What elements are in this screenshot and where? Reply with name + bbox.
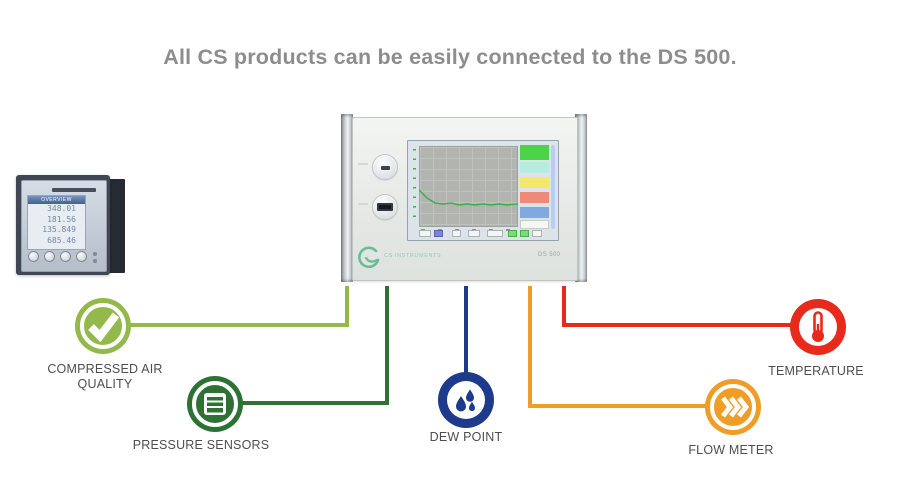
connector-temperature xyxy=(562,286,566,327)
panel-meter-led xyxy=(93,259,97,263)
screen-toolbar-button xyxy=(419,230,431,237)
screen-scrollbar xyxy=(551,145,555,229)
panel-meter-value: 348.01 xyxy=(47,204,76,213)
panel-meter-led xyxy=(93,252,97,256)
ds500-right-rail xyxy=(575,114,587,282)
usb-port xyxy=(372,194,398,220)
panel-meter-button xyxy=(44,251,55,262)
screen-toolbar-button xyxy=(487,230,503,237)
legend-swatch xyxy=(520,192,549,203)
screen-toolbar-button xyxy=(520,230,529,237)
connector-dew-point xyxy=(464,286,468,374)
connector-compressed-air xyxy=(127,323,349,327)
chart-y-axis-ticks xyxy=(413,149,416,223)
connector-flow xyxy=(528,286,532,408)
label-dew-point: DEW POINT xyxy=(429,430,503,444)
connector-flow xyxy=(528,404,708,408)
check-icon xyxy=(75,298,131,354)
flow-chevrons-icon xyxy=(705,379,761,435)
sd-slot-icon xyxy=(381,166,390,170)
panel-meter-vent-slot xyxy=(52,188,96,192)
chart-plot-area xyxy=(419,146,518,227)
label-flow-meter: FLOW METER xyxy=(688,443,774,457)
legend-swatch xyxy=(520,177,549,188)
legend-swatch xyxy=(520,220,549,229)
screen-toolbar-button xyxy=(468,230,480,237)
screen-toolbar-button xyxy=(434,230,443,237)
sd-slot-port xyxy=(372,154,398,180)
panel-meter-button xyxy=(60,251,71,262)
panel-meter-button xyxy=(76,251,87,262)
panel-meter-screen-header: OVERVIEW xyxy=(28,196,85,204)
screen-toolbar-button xyxy=(532,230,542,237)
chart-legend xyxy=(520,145,549,229)
brand-text: CS INSTRUMENTS xyxy=(384,253,442,259)
ds500-left-rail xyxy=(341,114,353,282)
legend-swatch xyxy=(520,145,549,160)
panel-meter-side xyxy=(107,179,125,273)
cs-instruments-logo-icon xyxy=(358,246,380,269)
page-title: All CS products can be easily connected … xyxy=(163,45,737,69)
legend-swatch xyxy=(520,207,549,218)
panel-meter-value: 685.46 xyxy=(47,235,76,245)
panel-meter-value: 181.56 xyxy=(47,214,76,224)
screen-toolbar-button xyxy=(508,230,517,237)
connector-pressure xyxy=(239,401,389,405)
thermometer-icon xyxy=(790,299,846,355)
connector-compressed-air xyxy=(345,286,349,327)
connector-temperature xyxy=(562,323,792,327)
connector-pressure xyxy=(385,286,389,405)
panel-meter-screen: OVERVIEW 348.01 181.56 135.849 685.46 xyxy=(27,195,86,250)
pressure-stack-icon xyxy=(187,376,243,432)
model-text: DS 500 xyxy=(538,252,561,258)
screen-toolbar-button xyxy=(452,230,461,237)
port-label-mark xyxy=(358,163,368,165)
legend-swatch xyxy=(520,162,549,173)
usb-connector-icon xyxy=(377,203,393,211)
label-temperature: TEMPERATURE xyxy=(768,364,864,378)
water-drops-icon xyxy=(438,372,494,428)
chart-trend-line xyxy=(419,189,518,206)
label-pressure-sensors: PRESSURE SENSORS xyxy=(132,438,270,452)
panel-meter-button xyxy=(28,251,39,262)
panel-meter-value: 135.849 xyxy=(42,225,76,234)
label-compressed-air-quality: COMPRESSED AIR QUALITY xyxy=(47,362,163,391)
port-label-mark xyxy=(358,203,368,205)
